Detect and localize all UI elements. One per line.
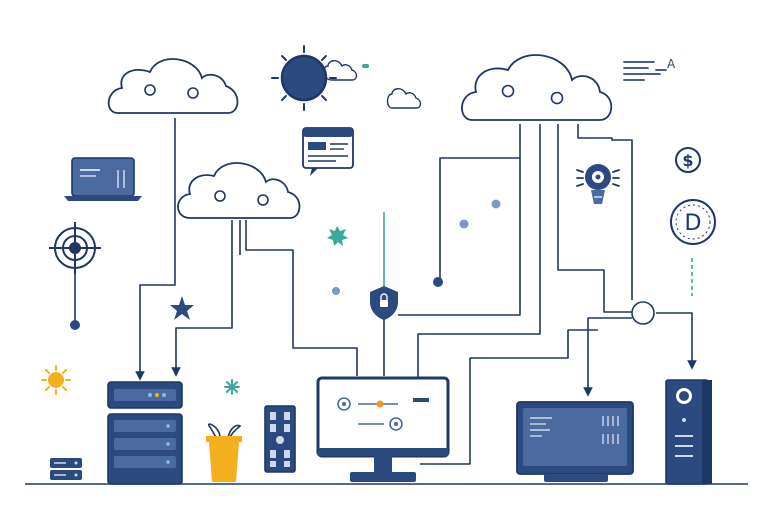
sun-icon (41, 365, 71, 395)
connector-cloud2-server (171, 220, 233, 377)
letter-d-glyph: D (685, 211, 702, 236)
shield-icon (370, 286, 398, 320)
dollar-glyph: $ (682, 151, 693, 170)
connector-node-tower (656, 312, 697, 370)
server-rack-icon (107, 381, 183, 485)
phone-remote-icon (264, 405, 296, 473)
desktop-monitor-icon (316, 376, 450, 482)
connector-right-desktop (420, 329, 598, 465)
connection-lines (74, 118, 697, 465)
connector-cloud3-d (557, 124, 632, 313)
floating-dot-3 (332, 287, 340, 295)
connector-cloud3-c (417, 124, 541, 378)
cloud-icon (461, 54, 613, 121)
star-icon (170, 296, 194, 320)
sparkle-icon (224, 379, 240, 395)
sparkle-icon (327, 226, 348, 246)
teal-dash (362, 64, 369, 68)
plant-pot-icon (206, 423, 242, 482)
text-lines-icon (623, 61, 667, 81)
node-ring-right (631, 301, 655, 325)
browser-window-icon (302, 127, 354, 176)
connection-nodes (70, 64, 655, 330)
laptop-icon (64, 157, 142, 201)
lightbulb-icon (576, 164, 620, 204)
text-mark-glyph: A (667, 57, 676, 71)
connector-cloud3-b (439, 157, 520, 280)
dollar-coin-icon: $ (675, 147, 701, 173)
node-dot-target (70, 320, 80, 330)
tower-pc-icon (665, 379, 712, 485)
sun-icon (271, 45, 337, 111)
node-dot-center (433, 277, 443, 287)
connector-node-display (583, 317, 632, 397)
letter-d-icon: D (670, 199, 716, 245)
target-icon (49, 222, 101, 274)
connector-cloud1-server (135, 118, 176, 381)
hard-drive-stack-icon (50, 458, 82, 480)
display-monitor-icon (516, 401, 634, 482)
cloud-icon (386, 88, 422, 109)
floating-dot-1 (459, 219, 469, 229)
cloud-icon (177, 162, 301, 219)
connector-cloud3-a (398, 124, 521, 316)
cloud-icon (323, 60, 358, 81)
connector-cloud3-e (577, 124, 633, 300)
floating-dot-2 (491, 199, 501, 209)
cloud-icon (107, 58, 239, 114)
connector-cloud2-desktop-a (245, 220, 358, 376)
